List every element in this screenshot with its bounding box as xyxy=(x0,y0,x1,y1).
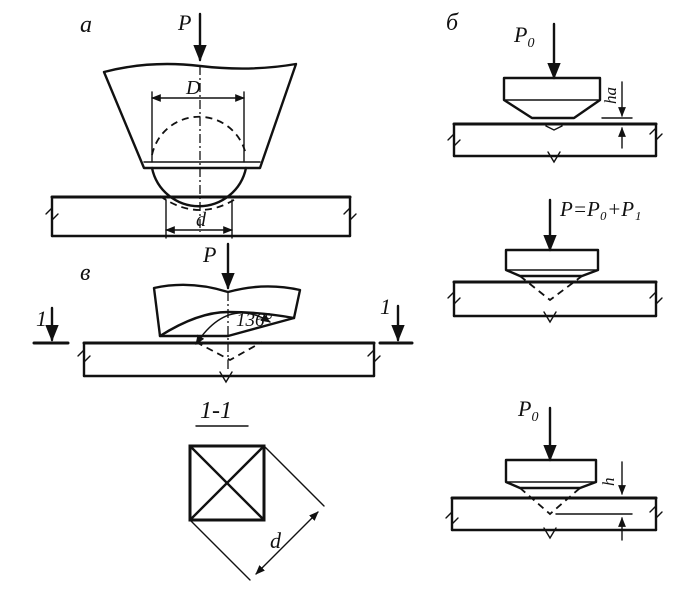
panel-v-angle-arc xyxy=(195,312,271,345)
section-title: 1-1 xyxy=(200,398,232,424)
section-imprint-square xyxy=(188,444,266,522)
panel-a-ball-hidden-top xyxy=(151,115,247,156)
panel-v-angle-label: 136° xyxy=(236,310,273,331)
section-1-1: 1-1 d xyxy=(188,398,325,581)
panel-a-brinell: а P D d xyxy=(45,10,357,239)
panel-b-indenter-stage3 xyxy=(504,458,598,490)
panel-b-rockwell: б P0 ha P=P₀+P₁ P0 xyxy=(445,10,663,541)
panel-a-ball-visible-bottom xyxy=(150,166,248,208)
panel-a-force-label: P xyxy=(177,10,191,35)
panel-v-letter: в xyxy=(80,260,90,286)
panel-v-force-label: P xyxy=(202,242,216,267)
panel-v-indenter xyxy=(152,283,302,338)
panel-b-force-final: P0 xyxy=(517,396,538,425)
panel-v-imprint-hidden xyxy=(195,341,263,362)
panel-b-letter: б xyxy=(446,10,459,36)
section-diagonal-label: d xyxy=(270,528,282,553)
panel-a-ball-dia-label: D xyxy=(185,77,201,99)
panel-b-force-initial: P0 xyxy=(513,22,534,51)
panel-b-indenter-stage1 xyxy=(502,76,602,120)
section-marker-left-label: 1 xyxy=(36,306,47,331)
panel-b-imprint-stage2 xyxy=(519,275,583,302)
panel-a-imprint-dia-label: d xyxy=(196,209,207,231)
panel-b-depth-initial: ha xyxy=(601,87,620,104)
panel-a-ball-holder xyxy=(102,62,298,170)
section-diagonal-dimension xyxy=(255,511,319,575)
panel-a-letter: а xyxy=(80,12,92,38)
panel-b-depth-final: h xyxy=(599,478,618,487)
panel-b-indenter-stage2 xyxy=(504,248,600,278)
panel-v-vickers: в P 136° 1 1 xyxy=(32,242,414,384)
panel-b-imprint-stage3 xyxy=(519,487,581,516)
panel-b-force-total: P=P₀+P₁ xyxy=(559,197,641,221)
section-marker-right-label: 1 xyxy=(380,294,391,319)
